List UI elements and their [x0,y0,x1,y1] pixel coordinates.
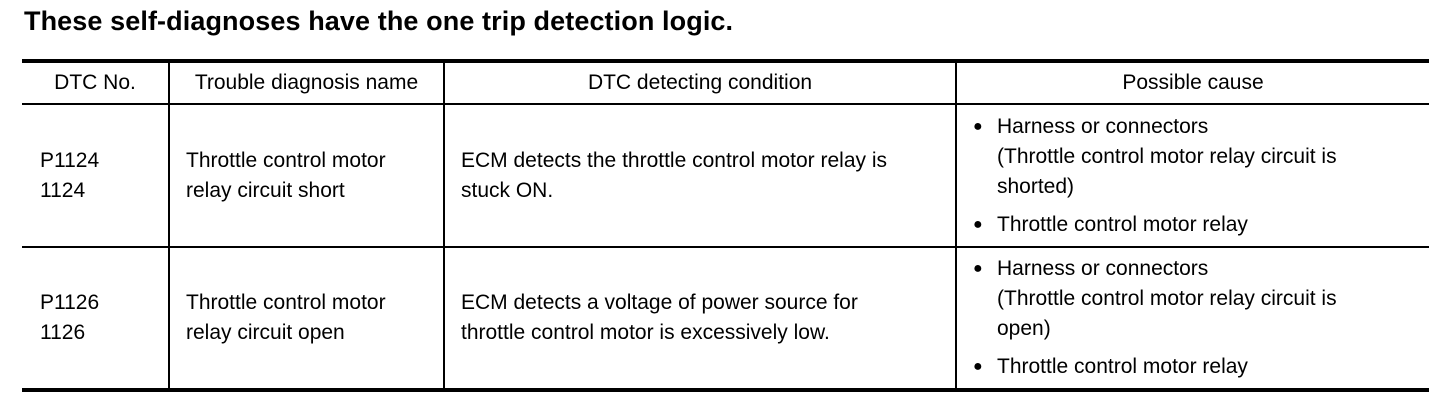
column-header-trouble-diagnosis-name: Trouble diagnosis name [168,59,444,105]
cause-item: ● Harness or connectors (Throttle contro… [973,254,1429,344]
bullet-icon: ● [973,117,983,135]
page-heading: These self-diagnoses have the one trip d… [24,6,734,36]
column-header-dtc-detecting-condition: DTC detecting condition [443,59,956,105]
cause-list: ● Harness or connectors (Throttle contro… [973,254,1429,382]
diagnosis-name-cell: Throttle control motor relay circuit sho… [168,104,444,248]
cause-line: Harness or connectors [997,257,1209,280]
condition-line: stuck ON. [461,178,554,202]
diagnosis-name-line: relay circuit open [186,321,345,344]
header-row: DTC No. Trouble diagnosis name DTC detec… [22,59,1429,105]
dtc-table: DTC No. Trouble diagnosis name DTC detec… [22,59,1429,392]
diagnosis-name-line: Throttle control motor [186,148,386,172]
column-header-dtc-no: DTC No. [22,59,169,105]
dtc-code-short: 1124 [40,178,86,202]
cause-line: (Throttle control motor relay circuit is [997,144,1337,168]
table-row: P1124 1124 Throttle control motor relay … [22,104,1429,248]
diagnosis-name-line: relay circuit short [186,178,345,202]
table-body: P1124 1124 Throttle control motor relay … [22,104,1429,392]
cause-line: Throttle control motor relay [997,212,1248,236]
diagnosis-name-line: Throttle control motor [186,291,386,314]
bullet-icon: ● [973,358,983,375]
bullet-icon: ● [973,215,983,233]
column-header-possible-cause: Possible cause [955,59,1429,105]
cause-item: ● Throttle control motor relay [973,352,1429,382]
possible-cause-cell: ● Harness or connectors (Throttle contro… [955,104,1429,248]
diagnosis-name-cell: Throttle control motor relay circuit ope… [168,247,444,392]
bullet-icon: ● [973,260,983,277]
cause-item: ● Harness or connectors (Throttle contro… [973,112,1429,202]
dtc-code: P1126 [40,291,100,314]
dtc-code-short: 1126 [40,321,86,344]
possible-cause-cell: ● Harness or connectors (Throttle contro… [955,247,1429,392]
condition-line: ECM detects the throttle control motor r… [461,148,887,172]
dtc-number-cell: P1124 1124 [22,104,169,248]
dtc-number-cell: P1126 1126 [22,247,169,392]
cause-list: ● Harness or connectors (Throttle contro… [973,112,1429,240]
detecting-condition-cell: ECM detects the throttle control motor r… [443,104,956,248]
condition-line: throttle control motor is excessively lo… [461,321,830,344]
cause-line: shorted) [997,174,1075,198]
condition-line: ECM detects a voltage of power source fo… [461,291,858,314]
detecting-condition-cell: ECM detects a voltage of power source fo… [443,247,956,392]
table-row: P1126 1126 Throttle control motor relay … [22,247,1429,392]
cause-line: Throttle control motor relay [997,355,1248,378]
cause-line: open) [997,317,1051,340]
cause-line: (Throttle control motor relay circuit is [997,287,1337,310]
cause-item: ● Throttle control motor relay [973,210,1429,240]
dtc-table-container: DTC No. Trouble diagnosis name DTC detec… [22,59,1429,392]
table-header: DTC No. Trouble diagnosis name DTC detec… [22,59,1429,105]
cause-line: Harness or connectors [997,114,1209,138]
dtc-code: P1124 [40,148,100,172]
